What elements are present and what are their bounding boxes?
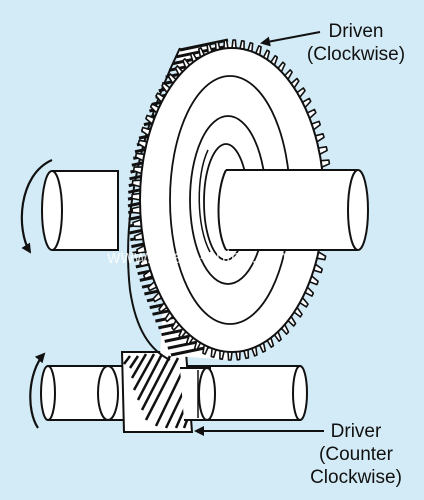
upper-rotation-arrow [20,158,53,254]
upper-shaft-right [217,169,369,251]
driven-pointer-arrow [260,31,321,47]
driver-label-line1: Driver [330,421,382,442]
driven-label-line2: (Clockwise) [306,44,406,65]
driven-label: Driven (Clockwise) [300,20,412,66]
driver-label-line2: (Counter [319,444,393,465]
driver-gear [97,351,216,433]
watermark: www.gears-china.com [107,247,293,267]
lower-rotation-arrow [29,352,46,429]
driver-label-line3: Clockwise) [310,467,402,488]
driven-label-line1: Driven [328,21,384,42]
driver-label: Driver (Counter Clockwise) [298,420,414,489]
upper-shaft-left [41,170,119,251]
